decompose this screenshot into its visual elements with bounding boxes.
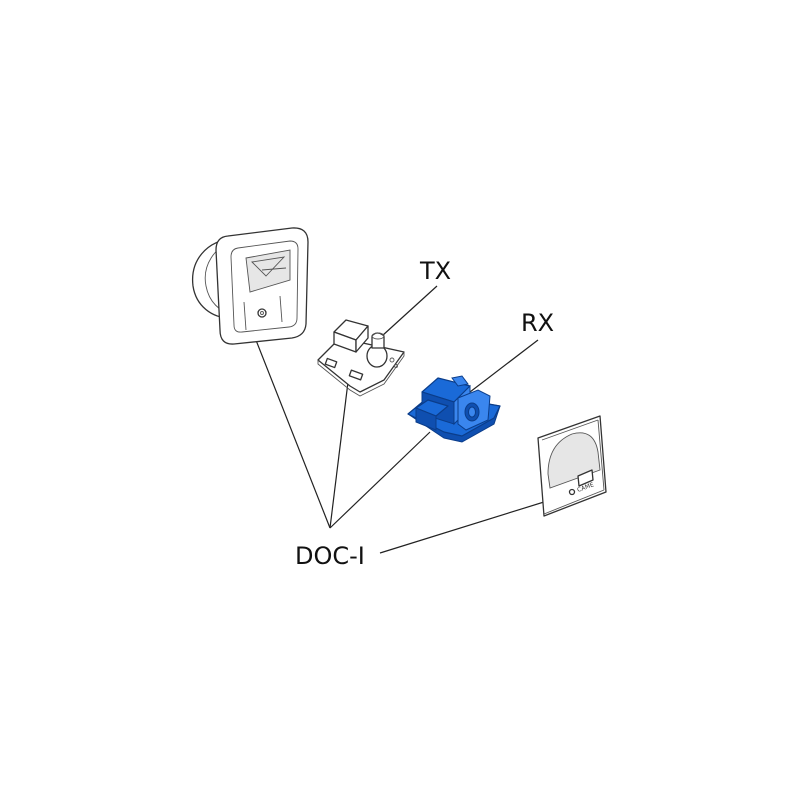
cover-plate-part: CAME: [537, 415, 607, 517]
rx-board-part: [407, 375, 501, 443]
leader-rx: [469, 339, 539, 393]
cover-plate-logo-box: [577, 469, 594, 487]
leader-tx-board: [329, 381, 349, 529]
housing-screw: [257, 308, 267, 318]
leader-housing: [251, 329, 331, 529]
housing-part: [191, 227, 309, 345]
tx-board-part: [317, 319, 405, 397]
leader-cover-plate: [379, 496, 561, 554]
label-rx: RX: [521, 309, 554, 337]
leader-lines: [251, 285, 561, 554]
cover-plate-screw: [568, 488, 576, 496]
leader-tx: [381, 285, 438, 337]
housing-lens-window: [245, 249, 291, 293]
label-tx: TX: [419, 257, 451, 285]
leader-rx-board: [329, 431, 431, 529]
label-doc-i: DOC-I: [295, 542, 365, 570]
